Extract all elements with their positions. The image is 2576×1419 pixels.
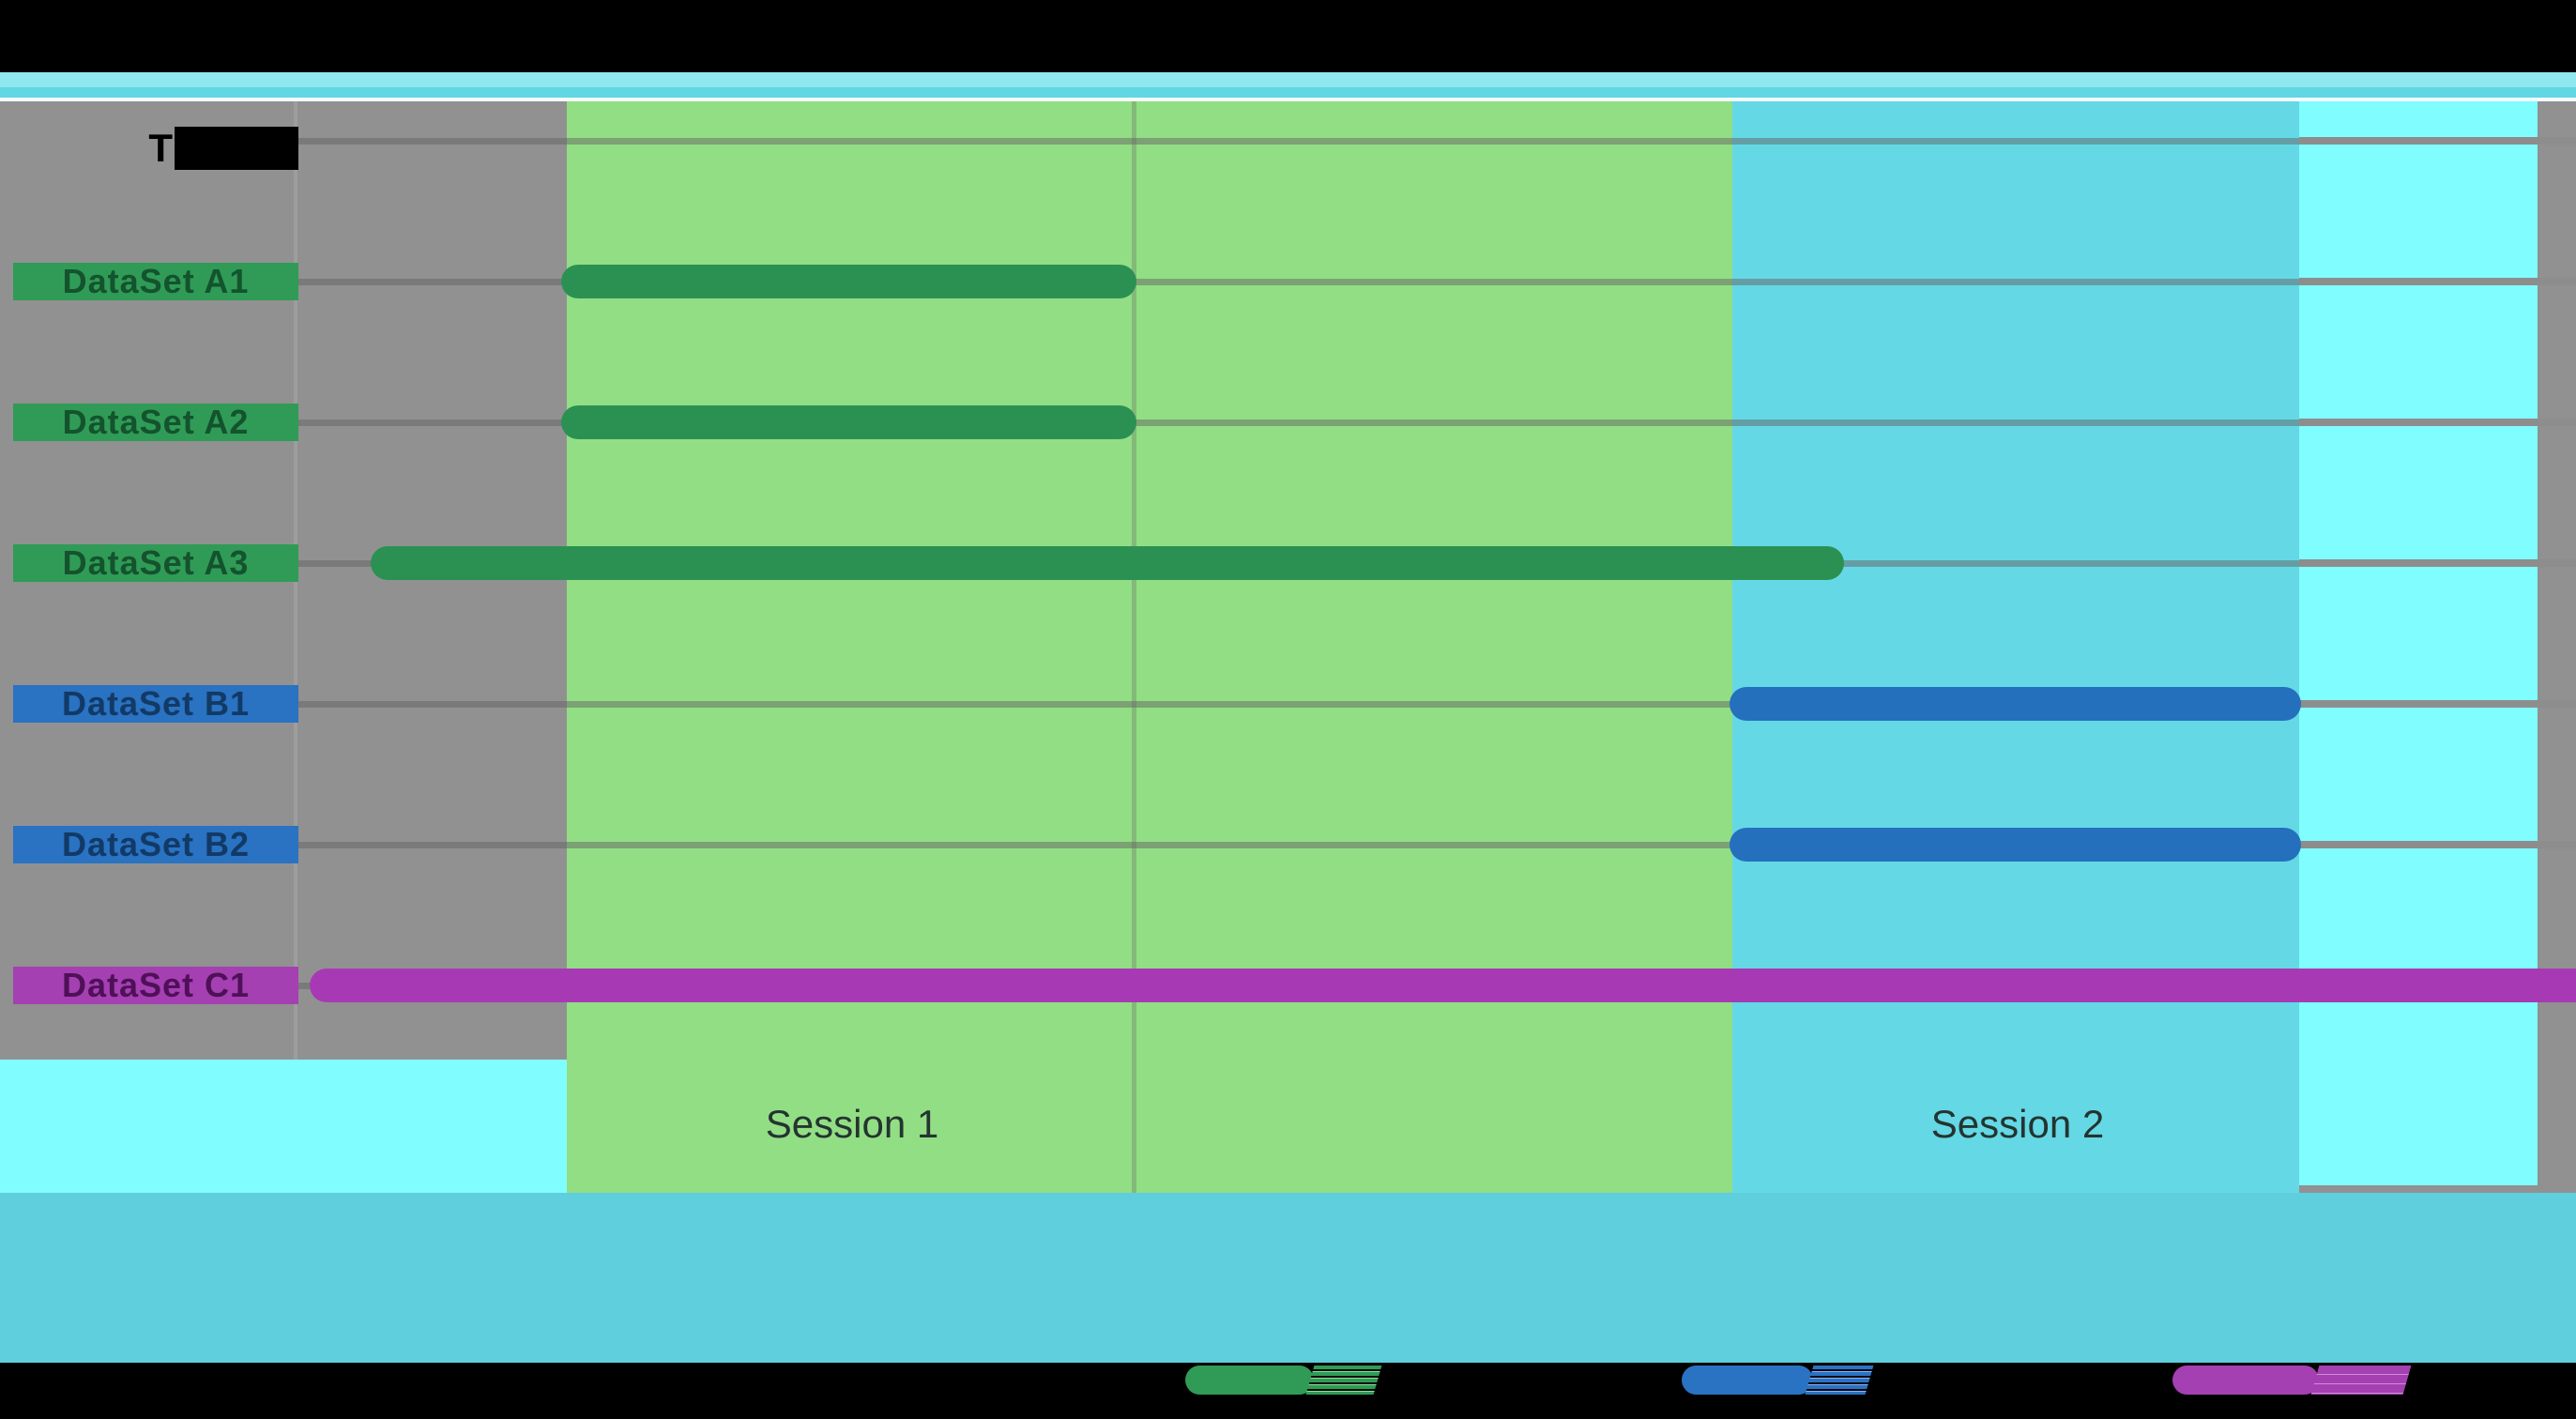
y-axis-line <box>294 101 297 1060</box>
y-axis-header: T <box>56 125 298 172</box>
redaction-box <box>175 127 298 170</box>
session1-label: Session 1 <box>765 1102 939 1146</box>
top-black-band <box>0 0 2576 72</box>
bottom-turquoise-band <box>0 1193 2576 1363</box>
after-session2-band <box>2299 101 2538 1185</box>
top-cyan-strip <box>0 72 2576 87</box>
top-cyan-strip-2 <box>0 87 2576 98</box>
session2-label: Session 2 <box>1930 1102 2105 1146</box>
top-white-line <box>0 98 2576 101</box>
bottom-left-cyan-band <box>0 1060 567 1193</box>
y-axis-header-text: T <box>148 126 173 170</box>
plot-background <box>0 101 2576 1193</box>
bottom-black-band <box>0 1363 2576 1419</box>
session1-mid-gridline <box>1132 101 1136 1193</box>
